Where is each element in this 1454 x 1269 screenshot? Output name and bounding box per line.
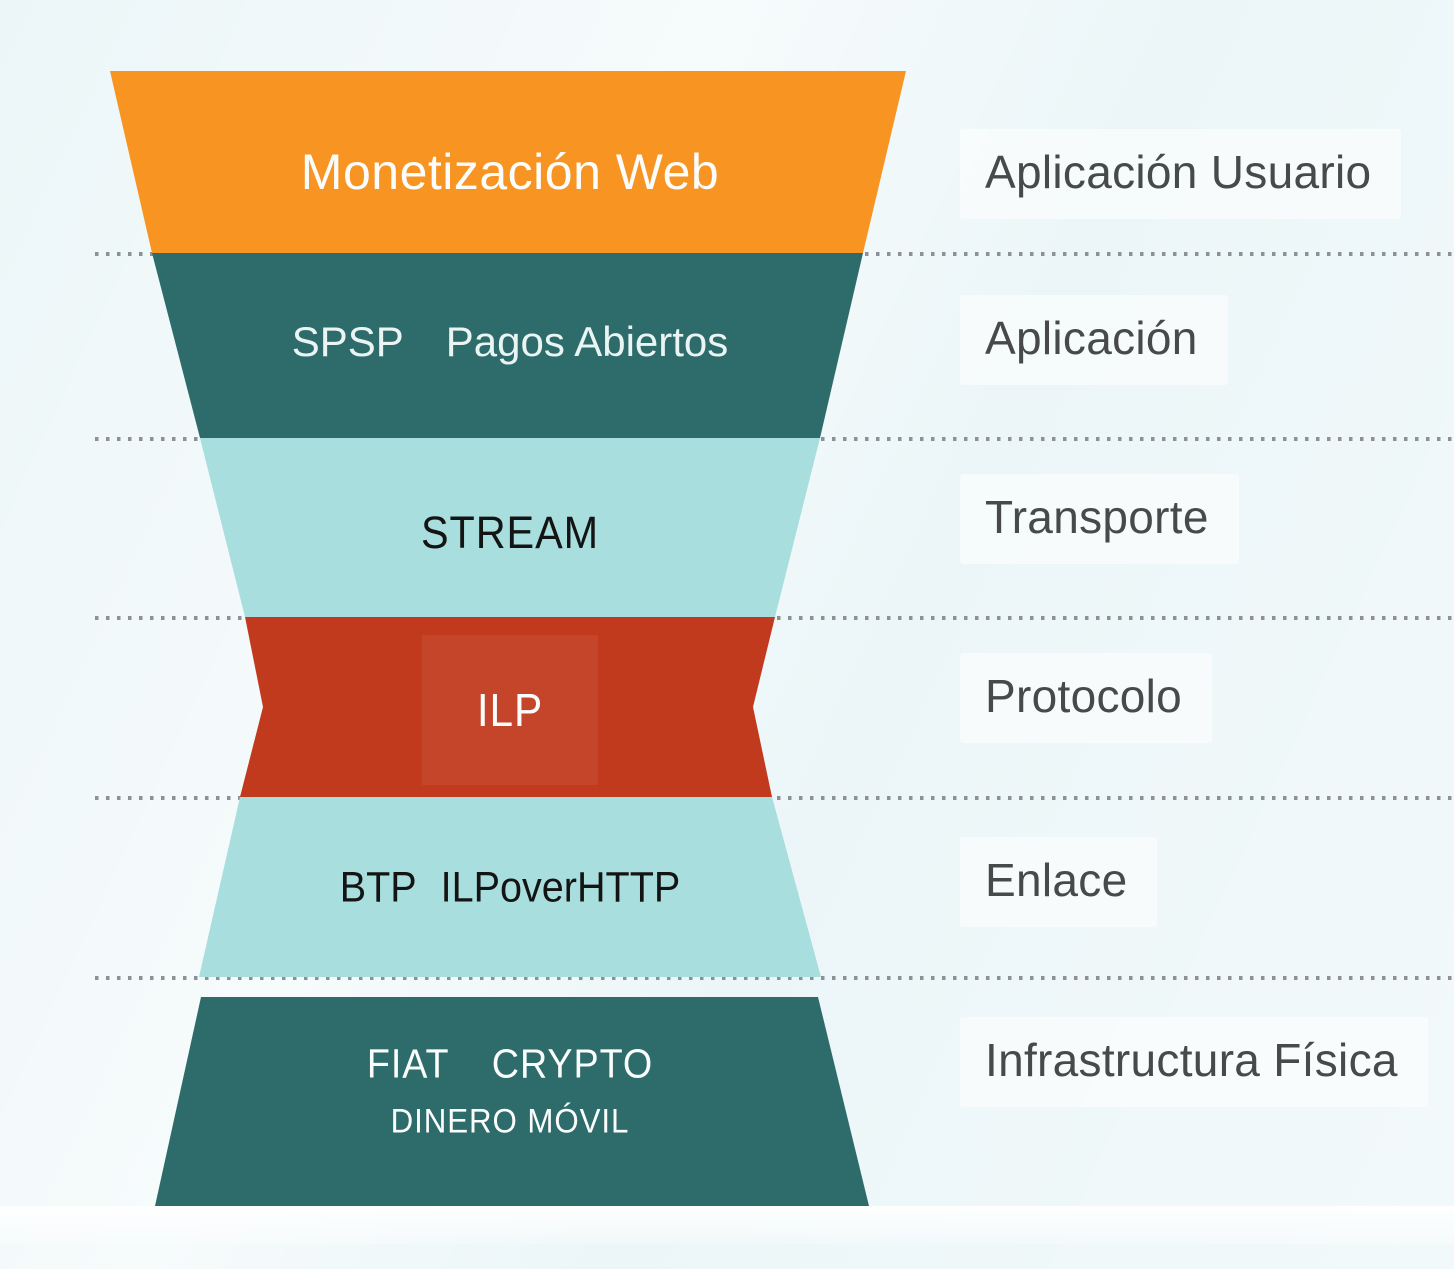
layer-text: STREAM — [420, 507, 600, 558]
category-label-transporte: Transporte — [960, 474, 1239, 564]
category-label-aplicacion: Aplicación — [960, 295, 1228, 385]
funnel-reflection-band — [0, 1206, 1454, 1244]
category-label-protocolo: Protocolo — [960, 653, 1213, 743]
category-label-infrastructura-fisica: Infrastructura Física — [960, 1017, 1428, 1107]
funnel-layer-stream — [200, 438, 820, 617]
category-label-enlace: Enlace — [960, 837, 1158, 927]
funnel-layer-fiat-crypto-dinero-movil — [155, 997, 869, 1206]
layer-text: DINERO MÓVIL — [390, 1102, 630, 1141]
funnel-layer-label-stream: STREAM — [421, 507, 599, 559]
layer-text: ILPoverHTTP — [440, 863, 681, 912]
category-text: Infrastructura Física — [985, 1034, 1398, 1086]
funnel-layer-label-btp-ilp-over-http: BTP ILPoverHTTP — [340, 864, 681, 913]
layer-text: ILP — [476, 684, 544, 736]
category-text: Aplicación — [985, 312, 1198, 364]
funnel-layer-ilp — [240, 617, 775, 797]
layer-text: CRYPTO — [491, 1040, 654, 1087]
funnel-layer-label-ilp: ILP — [477, 683, 543, 737]
category-text: Aplicación Usuario — [985, 146, 1372, 198]
funnel-layer-label-spsp-pagos-abiertos: SPSP Pagos Abiertos — [292, 318, 729, 366]
layer-text: SPSP — [291, 318, 404, 365]
layer-text: Pagos Abiertos — [445, 318, 729, 365]
funnel-layer-spsp-pagos-abiertos — [152, 253, 863, 438]
funnel-layer-btp-ilp-over-http — [199, 797, 821, 977]
ilp-highlight — [422, 635, 598, 785]
funnel-layer-label-monetizacion-web: Monetización Web — [301, 143, 719, 201]
layer-text: BTP — [339, 863, 417, 912]
category-label-aplicacion-usuario: Aplicación Usuario — [960, 129, 1402, 219]
category-text: Protocolo — [985, 670, 1183, 722]
category-text: Transporte — [985, 491, 1209, 543]
separator-line-4 — [95, 796, 1454, 800]
separator-line-5 — [95, 976, 1454, 980]
funnel-layer-label-dinero-movil: DINERO MÓVIL — [391, 1103, 630, 1142]
funnel-layer-label-fiat-crypto: FIAT CRYPTO — [367, 1041, 653, 1088]
funnel-layer-monetizacion-web — [110, 71, 906, 253]
category-text: Enlace — [985, 854, 1128, 906]
layer-text: Monetización Web — [300, 144, 720, 200]
layer-text: FIAT — [366, 1040, 450, 1087]
